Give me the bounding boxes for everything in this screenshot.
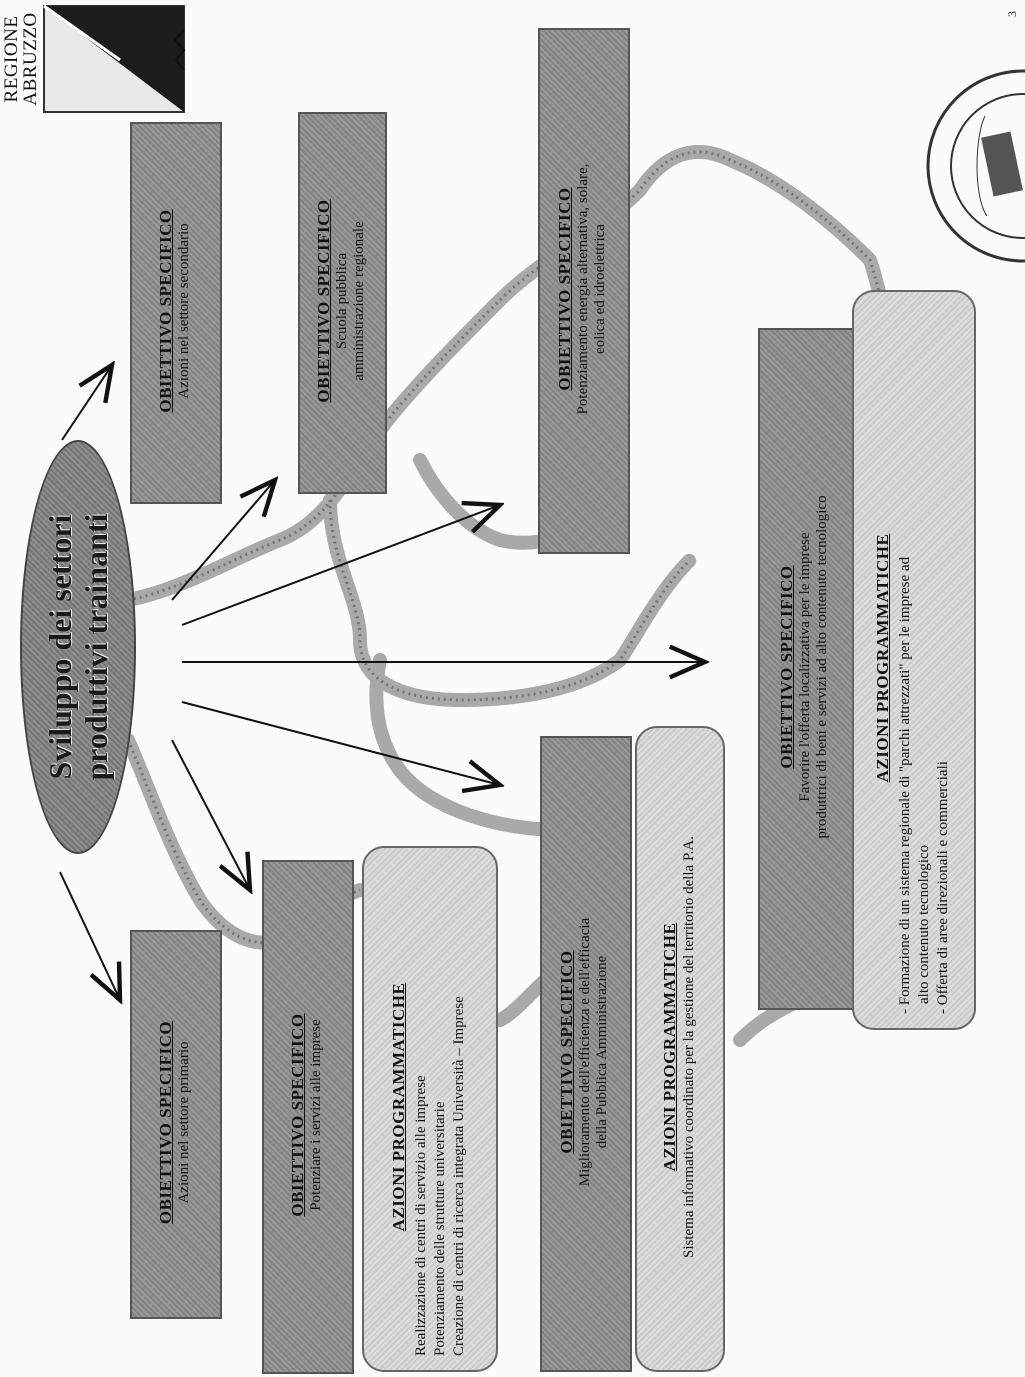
arrow-to-pa (181, 701, 500, 785)
actions-box-parchi: AZIONI PROGRAMMATICHE - Formazione di un… (852, 290, 976, 1030)
arrow-to-primario (59, 871, 120, 1000)
objective-heading: OBIETTIVO SPECIFICO (287, 1013, 307, 1217)
objective-text: eolica ed idroelettrica (592, 224, 608, 354)
objective-box-pa: OBIETTIVO SPECIFICO Miglioramento dell'e… (540, 736, 632, 1372)
regione-abruzzo-logo: REGIONE ABRUZZO (0, 0, 190, 118)
title-ellipse: Sviluppo dei settori produttivi trainant… (20, 440, 136, 854)
objective-box-energia: OBIETTIVO SPECIFICO Potenziamento energi… (538, 28, 630, 554)
objective-heading: OBIETTIVO SPECIFICO (777, 565, 796, 769)
objective-heading: OBIETTIVO SPECIFICO (555, 187, 574, 391)
objective-box-primario: OBIETTIVO SPECIFICO Azioni nel settore p… (130, 930, 222, 1319)
coat-of-arms-icon (43, 4, 186, 113)
actions-list: Realizzazione di centri di servizio alle… (412, 996, 469, 1356)
objective-heading: OBIETTIVO SPECIFICO (155, 209, 175, 413)
objective-box-secondario: OBIETTIVO SPECIFICO Azioni nel settore s… (130, 122, 222, 504)
objective-box-servizi: OBIETTIVO SPECIFICO Potenziare i servizi… (262, 860, 354, 1374)
objective-box-offerta: OBIETTIVO SPECIFICO Favorire l'offerta l… (758, 328, 854, 1010)
official-stamp (915, 56, 1025, 276)
actions-list: - Formazione di un sistema regionale di … (896, 557, 953, 1014)
objective-text: Potenziamento energia alternativa, solar… (575, 163, 591, 415)
objective-text: amministrazione regionale (350, 221, 367, 381)
page-number: 3 (1002, 4, 1022, 24)
arrow-to-servizi (171, 739, 250, 890)
actions-heading: AZIONI PROGRAMMATICHE (388, 982, 408, 1232)
stamp-seal-icon (926, 69, 1025, 263)
arrow-to-secondario (61, 365, 112, 441)
objective-text: Azioni nel settore secondario (175, 223, 192, 399)
objective-text: Miglioramento dell'efficienza e dell'eff… (577, 917, 593, 1187)
objective-text: Scuola pubblica (333, 252, 350, 350)
arrow-to-scuola (171, 480, 275, 601)
objective-text: Favorire l'offerta localizzativa per le … (797, 532, 813, 802)
action-item: Creazione di centri di ricerca integrata… (450, 996, 467, 1356)
action-item: Potenziamento delle strutture universita… (431, 1101, 448, 1356)
page-number-text: 3 (1004, 11, 1019, 17)
actions-box-imprese: AZIONI PROGRAMMATICHE Realizzazione di c… (362, 846, 498, 1372)
action-item: alto contenuto tecnologico (915, 844, 932, 1004)
objective-text: Azioni nel settore primario (175, 1041, 192, 1204)
objective-heading: OBIETTIVO SPECIFICO (155, 1020, 175, 1225)
objective-text: della Pubblica Amministrazione (594, 955, 610, 1149)
action-item: - Offerta di aree direzionali e commerci… (934, 761, 951, 1014)
title-line-2: produttivi trainanti (78, 513, 114, 781)
actions-box-pa: AZIONI PROGRAMMATICHE Sistema informativ… (635, 726, 725, 1372)
objective-text: Potenziare i servizi alle imprese (307, 1019, 324, 1211)
arrow-to-energia (181, 505, 500, 626)
objective-text: produttrici di beni e servizi ad alto co… (814, 495, 830, 839)
action-item: Sistema informativo coordinato per la ge… (680, 836, 697, 1258)
title-line-1: Sviluppo dei settori (42, 514, 78, 780)
objective-heading: OBIETTIVO SPECIFICO (557, 950, 576, 1154)
region-map-outline-inner (126, 150, 902, 945)
objective-heading: OBIETTIVO SPECIFICO (313, 199, 333, 403)
actions-heading: AZIONI PROGRAMMATICHE (659, 922, 679, 1172)
action-item: - Formazione di un sistema regionale di … (896, 556, 913, 1014)
action-item: Realizzazione di centri di servizio alle… (412, 1075, 429, 1356)
objective-box-scuola: OBIETTIVO SPECIFICO Scuola pubblica ammi… (298, 112, 387, 494)
actions-heading: AZIONI PROGRAMMATICHE (872, 533, 892, 783)
